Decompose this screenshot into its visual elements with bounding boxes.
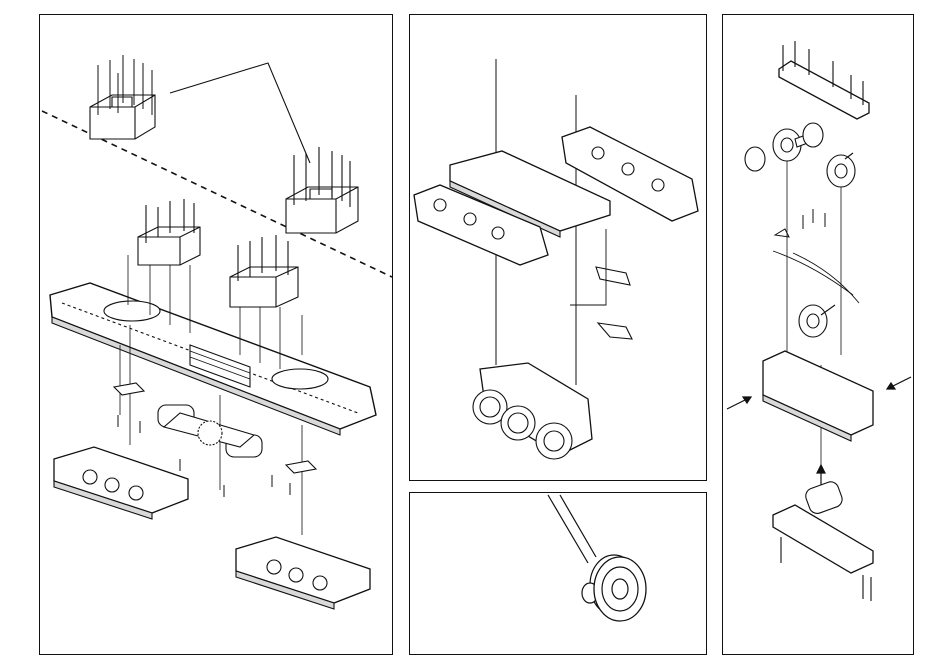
wheel-2 [827, 153, 855, 187]
motor-block-panel [722, 14, 914, 655]
top-plate [779, 41, 869, 119]
traction-tire [745, 147, 765, 171]
chassis-overview-panel [39, 14, 393, 655]
motor-block-drawing [723, 15, 915, 656]
bogie-exploded-panel [409, 14, 707, 481]
wheel-1 [773, 123, 823, 161]
gear-housing [763, 351, 873, 441]
chassis-overview-drawing [40, 15, 394, 656]
weight-block-3 [138, 199, 200, 265]
bogie-2 [236, 537, 370, 609]
bogie-1 [54, 447, 188, 519]
wheel-detail-drawing [410, 493, 708, 656]
weight-block-4 [230, 235, 298, 307]
coupler-hook [598, 323, 632, 339]
chassis-frame [50, 283, 376, 435]
motor [804, 480, 845, 516]
tweezers [548, 495, 596, 563]
bottom-plate [773, 505, 873, 601]
coupler-link [596, 267, 630, 285]
bogie-exploded-drawing [410, 15, 708, 482]
wheel-set-bogie [473, 363, 592, 459]
coupler-guide [570, 229, 606, 305]
motor-assembly [158, 405, 262, 457]
wheel-set-detail [582, 555, 646, 621]
bogie-mount-plate-2 [286, 461, 316, 473]
wheel-3 [799, 305, 835, 337]
contact-clips [775, 209, 825, 237]
weight-block-1 [90, 55, 155, 139]
wheel-detail-panel [409, 492, 707, 655]
wire-spring-2 [793, 253, 859, 303]
bogie-mount-plate-1 [114, 383, 144, 395]
leader-line [170, 63, 310, 163]
weight-block-2 [286, 147, 358, 233]
